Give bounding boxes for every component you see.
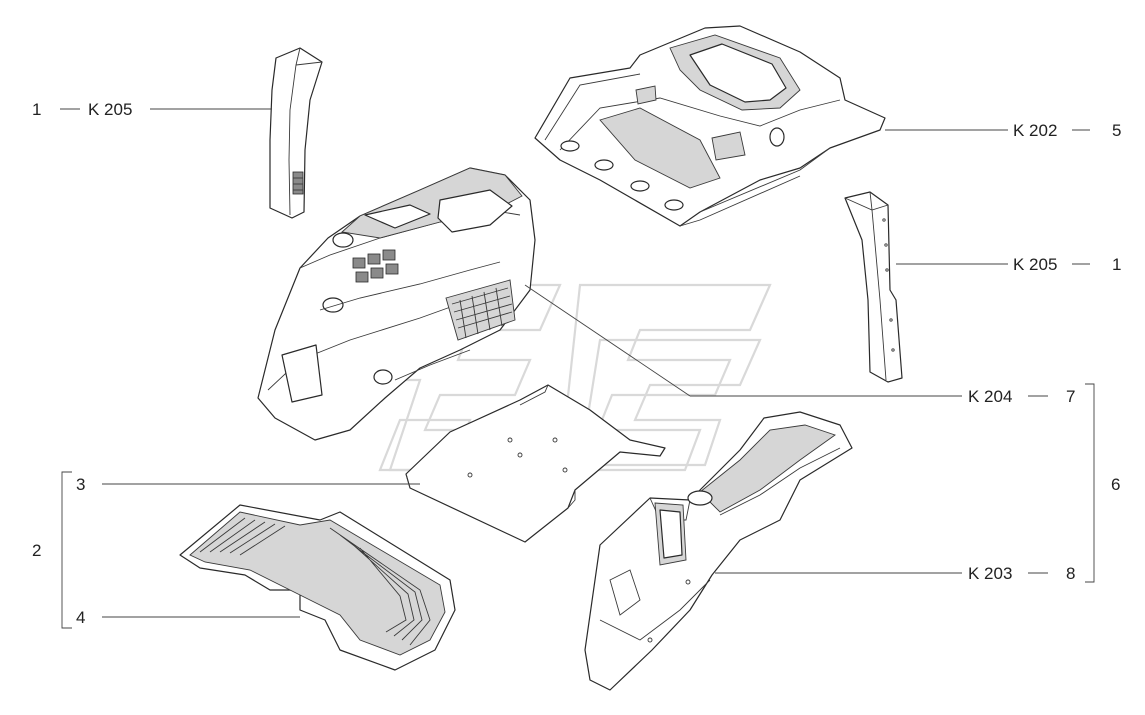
label-k204-code: K 204 (968, 387, 1012, 406)
label-k202-code: K 202 (1013, 121, 1057, 140)
label-6-number: 6 (1111, 475, 1120, 494)
label-5-number: 5 (1112, 121, 1121, 140)
label-2-number: 2 (32, 541, 41, 560)
part-k202-roof-panel[interactable] (534, 25, 886, 227)
part-k203-side-console[interactable] (584, 411, 853, 691)
label-k203-code: K 203 (968, 564, 1012, 583)
label-k205-left-code: K 205 (88, 100, 132, 119)
leader-lines (60, 108, 1095, 629)
part-k205-right-pillar-trim[interactable] (844, 191, 903, 383)
label-8-number: 8 (1066, 564, 1075, 583)
part-4-floor-mat[interactable] (179, 504, 456, 671)
part-3-floor-plate[interactable] (405, 384, 666, 543)
label-k205-right-code: K 205 (1013, 255, 1057, 274)
part-k205-left-pillar-trim[interactable] (269, 47, 323, 219)
brand-logo-watermark (378, 283, 772, 472)
label-3-number: 3 (76, 475, 85, 494)
callout-labels: 1 K 205 K 202 5 K 205 1 K 204 7 6 K 203 … (32, 100, 1121, 627)
part-dashboard-console-housing[interactable] (257, 167, 536, 441)
label-1-right-number: 1 (1112, 255, 1121, 274)
label-7-number: 7 (1066, 387, 1075, 406)
label-4-number: 4 (76, 608, 85, 627)
label-1-left-number: 1 (32, 100, 41, 119)
